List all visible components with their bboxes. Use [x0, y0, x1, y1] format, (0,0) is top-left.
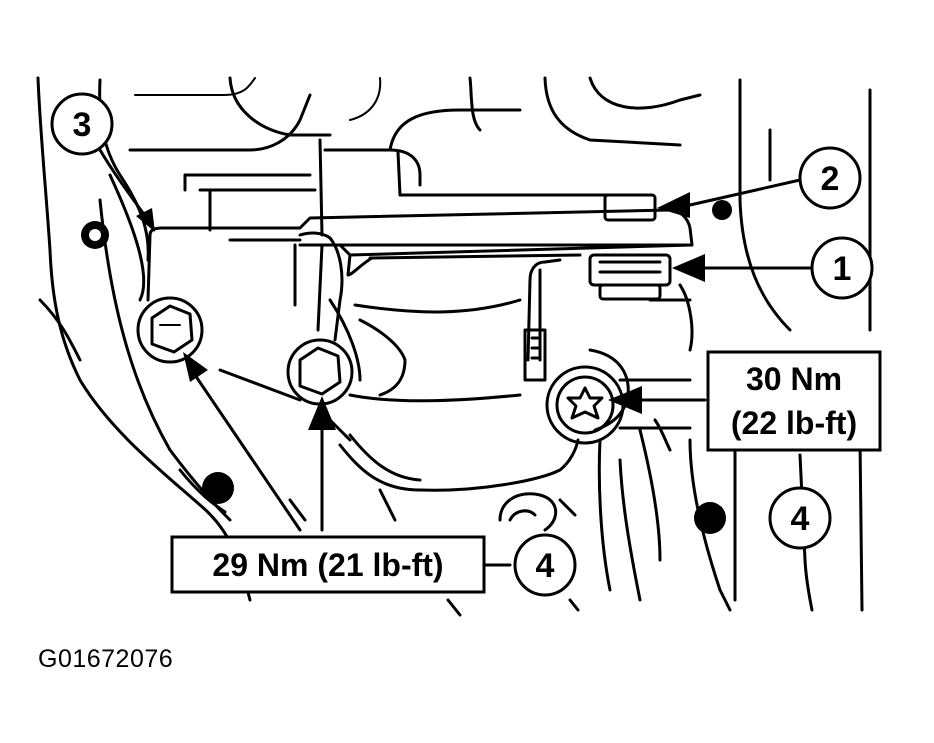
leader-lines	[98, 148, 812, 567]
torque-box-upper: 30 Nm (22 lb-ft)	[706, 350, 882, 452]
callout-1: 1	[810, 236, 874, 300]
callout-4-right-label: 4	[791, 500, 810, 538]
callout-4-right: 4	[768, 486, 832, 550]
callout-3-label: 3	[73, 106, 92, 144]
callout-4-bottom-label: 4	[536, 547, 555, 585]
torque-upper-line2: (22 lb-ft)	[731, 405, 857, 441]
mounting-bracket	[146, 208, 694, 382]
callout-3: 3	[50, 92, 114, 156]
casting-holes	[81, 200, 732, 534]
bracket-nut	[588, 193, 672, 301]
bolt-middle	[286, 338, 354, 406]
torx-bolt-right	[545, 365, 625, 445]
torque-lower-label: 29 Nm (21 lb-ft)	[212, 547, 443, 583]
figure-id: G01672076	[38, 645, 174, 673]
callout-2: 2	[798, 146, 862, 210]
callout-1-label: 1	[833, 250, 852, 288]
torque-box-lower: 29 Nm (21 lb-ft)	[170, 535, 486, 594]
callout-2-label: 2	[821, 160, 840, 198]
callout-4-bottom: 4	[513, 533, 577, 597]
engine-casting-outline	[36, 76, 872, 617]
torque-upper-line1: 30 Nm	[746, 361, 842, 397]
bolt-left	[136, 296, 204, 364]
